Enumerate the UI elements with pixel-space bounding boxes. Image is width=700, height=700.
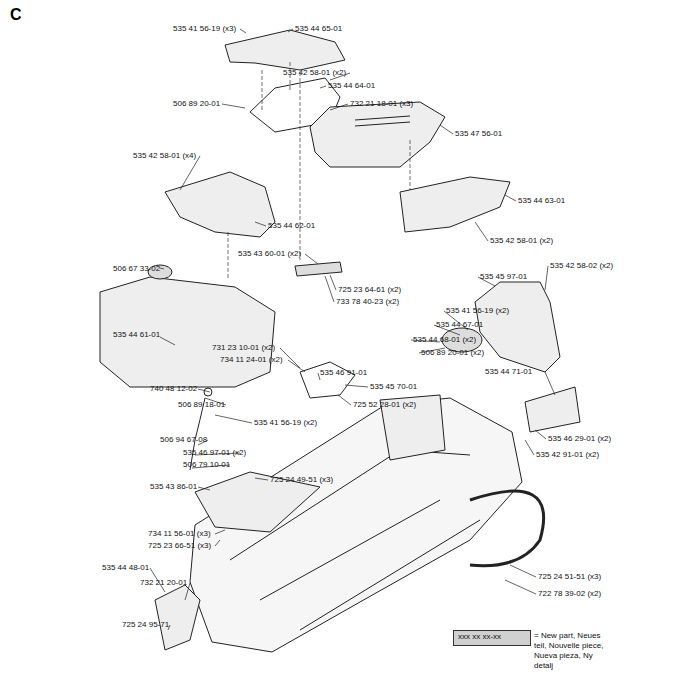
- part-number: 535 43 86-01: [150, 482, 197, 492]
- part-number: 535 44 61-01: [113, 330, 160, 340]
- top-cover: [225, 30, 345, 70]
- frame: [190, 398, 522, 652]
- pedal-bracket: [300, 362, 355, 398]
- part-number: 535 46 97-01 (x2): [183, 448, 246, 458]
- section-letter: C: [10, 6, 22, 24]
- left-cover: [165, 172, 275, 237]
- part-number: 506 89 18-01: [178, 400, 225, 410]
- part-number: 733 78 40-23 (x2): [336, 297, 399, 307]
- part-number: 725 23 64-61 (x2): [338, 285, 401, 295]
- part-number: 535 47 56-01: [455, 129, 502, 139]
- part-number: 725 52 28-01 (x2): [353, 400, 416, 410]
- part-number: 535 41 56-19 (x2): [254, 418, 317, 428]
- part-number: 535 44 62-01: [268, 221, 315, 231]
- part-number: 506 89 20-01 (x2): [421, 348, 484, 358]
- part-number: 535 44 64-01: [328, 81, 375, 91]
- part-number: 506 67 33-02: [113, 264, 160, 274]
- part-number: 732 21 20-01: [140, 578, 187, 588]
- part-number: 535 46 91-01: [320, 368, 367, 378]
- part-number: 535 46 29-01 (x2): [548, 434, 611, 444]
- part-number: 506 94 67-08: [160, 435, 207, 445]
- leader-line: [150, 29, 555, 630]
- flap: [155, 585, 200, 650]
- fuel-tank: [100, 277, 275, 387]
- part-number: 734 11 56-01 (x3): [148, 529, 211, 539]
- part-number: 535 42 58-01 (x2): [283, 68, 346, 78]
- part-number: 725 24 51-51 (x3): [538, 572, 601, 582]
- part-number: 535 42 58-02 (x2): [550, 261, 613, 271]
- part-number: 535 44 68-01 (x2): [413, 335, 476, 345]
- part-number: 725 24 49-51 (x3): [270, 475, 333, 485]
- part-number: 535 42 58-01 (x4): [133, 151, 196, 161]
- part-number: 535 45 97-01: [480, 272, 527, 282]
- tank-seal: [204, 388, 212, 396]
- part-number: 506 79 10-01: [183, 460, 230, 470]
- side-panel: [400, 177, 510, 232]
- part-number: 535 44 48-01: [102, 563, 149, 573]
- part-number: 734 11 24-01 (x2): [220, 355, 283, 365]
- part-number: 740 48 12-02: [150, 384, 197, 394]
- part-number: 535 43 60-01 (x2): [238, 249, 301, 259]
- front-bumper: [470, 491, 544, 566]
- part-number: 725 23 66-51 (x3): [148, 541, 211, 551]
- part-number: 535 44 65-01: [295, 24, 342, 34]
- part-number: 731 23 10-01 (x2): [212, 343, 275, 353]
- dash-slots: [355, 116, 410, 126]
- bracket: [295, 262, 342, 276]
- part-number: 732 21 18-01 (x3): [350, 99, 413, 109]
- fender-plate: [525, 387, 580, 432]
- part-number: 535 45 70-01: [370, 382, 417, 392]
- right-cover: [475, 282, 560, 372]
- dash-panel: [310, 102, 445, 167]
- part-number: xxx xx xx-xx: [458, 632, 501, 642]
- part-number: 535 41 56-19 (x3): [173, 24, 236, 34]
- part-number: 506 89 20-01: [173, 99, 220, 109]
- assembly-line: [228, 62, 410, 280]
- part-number: 535 44 67-01: [436, 320, 483, 330]
- part-number: 535 42 91-01 (x2): [536, 450, 599, 460]
- part-number: 535 44 71-01: [485, 367, 532, 377]
- part-number: 535 41 56-19 (x2): [446, 306, 509, 316]
- part-number: 535 42 58-01 (x2): [490, 236, 553, 246]
- legend-text: = New part, Neues teil, Nouvelle piece, …: [534, 631, 610, 671]
- part-number: 535 44 63-01: [518, 196, 565, 206]
- part-number: 725 24 95-71: [122, 620, 169, 630]
- part-number: 722 78 39-02 (x2): [538, 589, 601, 599]
